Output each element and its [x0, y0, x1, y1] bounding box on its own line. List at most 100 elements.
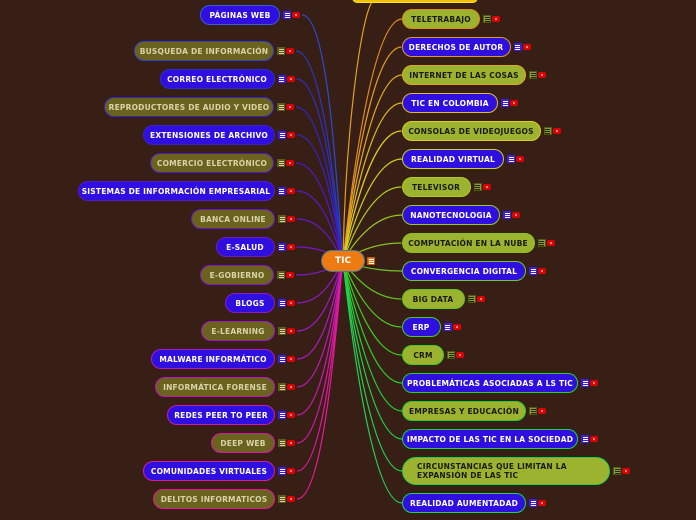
topic-node-problematicas-asociadas-a-ls-tic[interactable]: PROBLEMÁTICAS ASOCIADAS A LS TIC: [402, 373, 578, 393]
collapsed-branch-icon[interactable]: [476, 296, 485, 302]
topic-node-crm[interactable]: CRM: [402, 345, 444, 365]
note-icon[interactable]: [581, 379, 589, 387]
topic-node-blogs[interactable]: BLOGS: [225, 293, 275, 313]
collapsed-branch-icon[interactable]: [546, 240, 555, 246]
collapsed-branch-icon[interactable]: [287, 384, 295, 390]
note-icon[interactable]: [543, 127, 552, 135]
note-icon[interactable]: [503, 211, 511, 219]
collapsed-branch-icon[interactable]: [287, 132, 295, 138]
note-icon[interactable]: [277, 103, 285, 111]
collapsed-branch-icon[interactable]: [522, 44, 531, 50]
note-icon[interactable]: [277, 75, 286, 83]
note-icon[interactable]: [278, 327, 286, 335]
note-icon[interactable]: [277, 159, 285, 167]
note-icon[interactable]: [507, 155, 515, 163]
topic-node-consolas-de-videojuegos[interactable]: CONSOLAS DE VIDEOJUEGOS: [401, 121, 541, 141]
topic-node-e-salud[interactable]: E-SALUD: [215, 237, 275, 257]
collapsed-branch-icon[interactable]: [286, 188, 295, 194]
topic-node-televisor[interactable]: TELEVISOR: [401, 177, 471, 197]
note-icon[interactable]: [283, 11, 291, 19]
topic-node-sistemas-de-informacion-empresarial[interactable]: SISTEMAS DE INFORMACIÓN EMPRESARIAL: [77, 181, 275, 201]
topic-node-extensiones-de-archivo[interactable]: EXTENSIONES DE ARCHIVO: [143, 125, 275, 145]
topic-node-correo-electronico[interactable]: CORREO ELECTRÓNICO: [159, 69, 275, 89]
note-icon[interactable]: [529, 407, 537, 415]
note-icon[interactable]: [473, 183, 482, 191]
note-icon[interactable]: [277, 271, 285, 279]
collapsed-branch-icon[interactable]: [287, 496, 295, 502]
collapsed-branch-icon[interactable]: [512, 212, 520, 218]
topic-node-reproductores-de-audio-y-video[interactable]: REPRODUCTORES DE AUDIO Y VIDEO: [104, 97, 274, 117]
topic-node-banca-online[interactable]: BANCA ONLINE: [191, 209, 275, 229]
collapsed-branch-icon[interactable]: [286, 104, 294, 110]
collapsed-branch-icon[interactable]: [492, 16, 500, 22]
note-icon[interactable]: [277, 47, 285, 55]
note-icon[interactable]: [367, 257, 375, 265]
collapsed-branch-icon[interactable]: [622, 468, 630, 474]
topic-node-partial[interactable]: [352, 0, 478, 3]
collapsed-branch-icon[interactable]: [538, 72, 546, 78]
topic-node-redes-peer-to-peer[interactable]: REDES PEER TO PEER: [167, 405, 275, 425]
topic-node-erp[interactable]: ERP: [401, 317, 441, 337]
topic-node-convergencia-digital[interactable]: CONVERGENCIA DIGITAL: [402, 261, 526, 281]
note-icon[interactable]: [278, 467, 286, 475]
collapsed-branch-icon[interactable]: [286, 48, 294, 54]
note-icon[interactable]: [501, 99, 509, 107]
topic-node-internet-de-las-cosas[interactable]: INTERNET DE LAS COSAS: [402, 65, 526, 85]
topic-node-nanotecnologia[interactable]: NANOTECNOLOGIA: [402, 205, 500, 225]
collapsed-branch-icon[interactable]: [590, 436, 598, 442]
collapsed-branch-icon[interactable]: [287, 356, 295, 362]
collapsed-branch-icon[interactable]: [287, 216, 295, 222]
note-icon[interactable]: [277, 187, 286, 195]
topic-node-e-learning[interactable]: E-LEARNING: [201, 321, 275, 341]
collapsed-branch-icon[interactable]: [286, 76, 295, 82]
collapsed-branch-icon[interactable]: [287, 328, 295, 334]
note-icon[interactable]: [529, 499, 537, 507]
collapsed-branch-icon[interactable]: [287, 468, 295, 474]
collapsed-branch-icon[interactable]: [452, 324, 461, 330]
note-icon[interactable]: [467, 295, 476, 303]
collapsed-branch-icon[interactable]: [516, 156, 524, 162]
note-icon[interactable]: [529, 71, 537, 79]
note-icon[interactable]: [278, 439, 286, 447]
note-icon[interactable]: [529, 267, 537, 275]
collapsed-branch-icon[interactable]: [590, 380, 598, 386]
topic-node-empresas-y-educacion[interactable]: EMPRESAS Y EDUCACIÓN: [402, 401, 526, 421]
collapsed-branch-icon[interactable]: [287, 440, 295, 446]
note-icon[interactable]: [278, 355, 286, 363]
collapsed-branch-icon[interactable]: [286, 272, 294, 278]
collapsed-branch-icon[interactable]: [538, 500, 546, 506]
collapsed-branch-icon[interactable]: [286, 244, 295, 250]
note-icon[interactable]: [278, 495, 286, 503]
note-icon[interactable]: [483, 15, 491, 23]
topic-node-deep-web[interactable]: DEEP WEB: [211, 433, 275, 453]
collapsed-branch-icon[interactable]: [287, 300, 295, 306]
topic-node-e-gobierno[interactable]: E-GOBIERNO: [200, 265, 274, 285]
note-icon[interactable]: [278, 383, 286, 391]
topic-node-tic-en-colombia[interactable]: TIC EN COLOMBIA: [402, 93, 498, 113]
collapsed-branch-icon[interactable]: [286, 160, 294, 166]
collapsed-branch-icon[interactable]: [482, 184, 491, 190]
note-icon[interactable]: [581, 435, 589, 443]
topic-node-malware-informatico[interactable]: MALWARE INFORMÁTICO: [151, 349, 275, 369]
topic-node-paginas-web[interactable]: PÁGINAS WEB: [200, 5, 280, 25]
collapsed-branch-icon[interactable]: [538, 408, 546, 414]
topic-node-busqueda-de-informacion[interactable]: BUSQUEDA DE INFORMACIÓN: [134, 41, 274, 61]
topic-node-big-data[interactable]: BIG DATA: [401, 289, 465, 309]
note-icon[interactable]: [447, 351, 455, 359]
note-icon[interactable]: [278, 215, 286, 223]
topic-node-realidad-virtual[interactable]: REALIDAD VIRTUAL: [402, 149, 504, 169]
note-icon[interactable]: [278, 131, 286, 139]
topic-node-comunidades-virtuales[interactable]: COMUNIDADES VIRTUALES: [143, 461, 275, 481]
collapsed-branch-icon[interactable]: [287, 412, 295, 418]
note-icon[interactable]: [277, 243, 286, 251]
note-icon[interactable]: [443, 323, 452, 331]
note-icon[interactable]: [513, 43, 522, 51]
topic-node-delitos-informaticos[interactable]: DELITOS INFORMATICOS: [153, 489, 275, 509]
topic-node-comercio-electronico[interactable]: COMERCIO ELECTRÓNICO: [150, 153, 274, 173]
topic-node-informatica-forense[interactable]: INFORMÁTICA FORENSE: [155, 377, 275, 397]
topic-node-circunstancias-que-limitan-la-expansion-de-las-tic[interactable]: CIRCUNSTANCIAS QUE LIMITAN LA EXPANSIÓN …: [402, 457, 610, 485]
note-icon[interactable]: [537, 239, 546, 247]
note-icon[interactable]: [613, 467, 621, 475]
central-topic-tic[interactable]: TIC: [321, 250, 365, 272]
topic-node-computacion-en-la-nube[interactable]: COMPUTACIÓN EN LA NUBE: [401, 233, 535, 253]
